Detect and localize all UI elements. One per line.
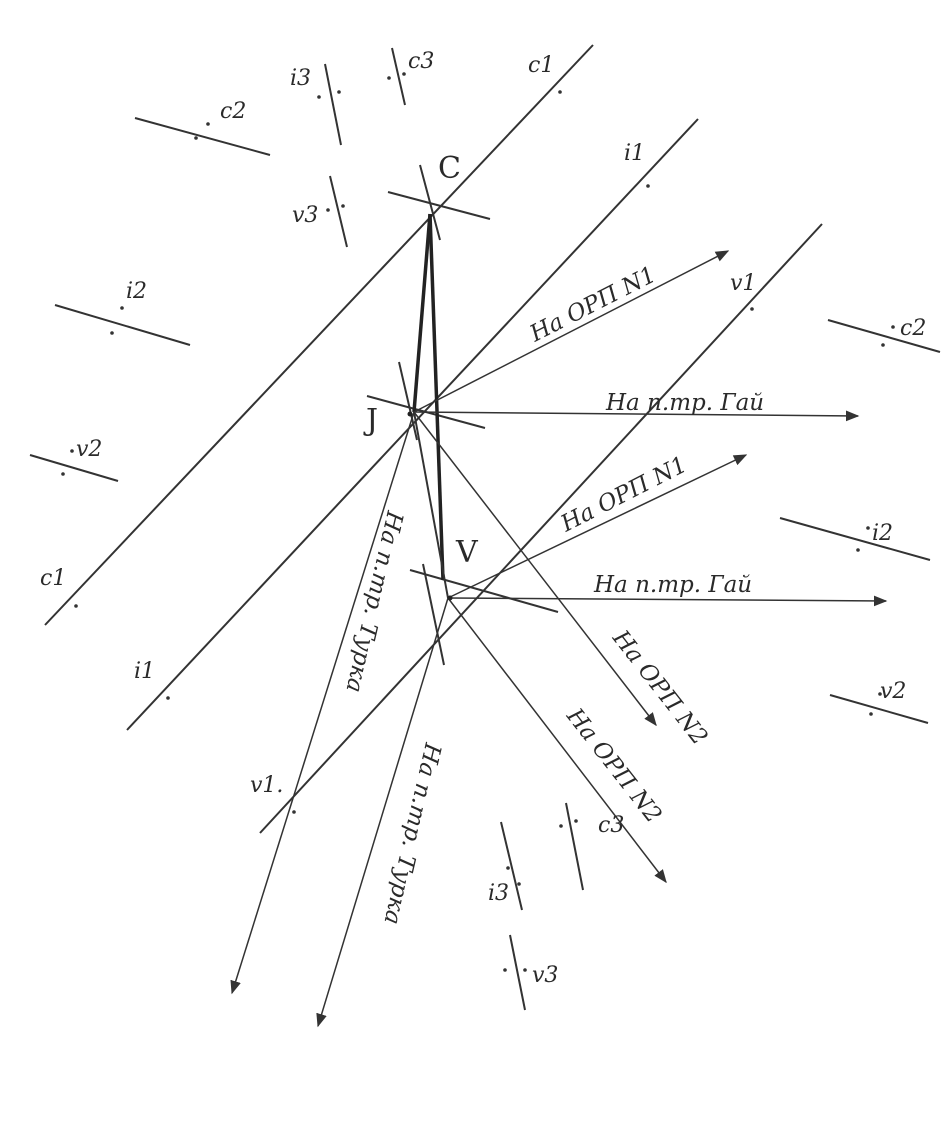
dot-j [407,411,413,417]
marker-i3-top-line [324,63,342,146]
marker-v2-left-line [29,454,119,482]
arrow-v-orp1 [447,454,748,599]
label-v-orp1: На ОРП N1 [556,452,691,538]
label-c2-right: c2 [900,316,926,341]
cross-v-horizontal [409,569,559,613]
label-v2-right: v2 [880,679,906,704]
label-v3-top: v3 [292,203,318,228]
connector-j-v [413,411,449,599]
marker-c2-left-dot [194,136,198,140]
label-v2-left: v2 [76,437,102,462]
marker-v3-top-line [329,175,348,248]
label-c1-top: c1 [528,53,554,78]
arrow-j-orp2 [413,411,657,727]
arrow-v-gai [447,595,888,607]
marker-i3-top-dot2 [337,90,341,94]
marker-v3-bottom-dot2 [523,968,527,972]
marker-v2-right-line [829,694,929,724]
marker-v3-top-dot2 [341,204,345,208]
marker-c2-right-dot2 [891,325,895,329]
label-point-c: C [438,151,461,186]
marker-v3-bottom-line [509,934,526,1011]
marker-v2-left-dot2 [70,449,74,453]
label-c3-bottom: c3 [598,813,624,838]
marker-i2-right-dot [856,548,860,552]
marker-v3-top-dot [326,208,330,212]
arrow-j-turka [230,411,415,995]
marker-i2-right-line [779,517,931,561]
marker-c3-top-dot [387,76,391,80]
marker-i2-right-dot2 [866,526,870,530]
marker-c2-left-line [134,117,271,156]
label-j-gai: На п.тр. Гай [605,390,764,416]
cross-c-vertical [419,164,441,241]
label-v3-bottom: v3 [532,963,558,988]
label-i3-bottom: i3 [488,881,509,906]
label-c2-left: c2 [220,99,246,124]
label-j-turka: На п.тр. Турка [340,508,407,695]
dot-i1-top [646,184,650,188]
arrow-j-orp1 [413,250,730,413]
dot-i1-left [166,696,170,700]
marker-c2-right-line [827,319,941,353]
dot-c1-left [74,604,78,608]
marker-c3-bottom-line [565,802,584,891]
dot-c1-top [558,90,562,94]
label-i2-left: i2 [126,279,147,304]
marker-i2-left-dot [110,331,114,335]
marker-v3-bottom-dot [503,968,507,972]
marker-i3-bottom-line [500,821,523,911]
label-i1-top: i1 [624,141,645,166]
label-v-gai: На п.тр. Гай [593,572,752,598]
dot-v [447,595,453,601]
marker-c3-bottom-dot [559,824,563,828]
marker-c2-left-dot2 [206,122,210,126]
label-j-orp2: На ОРП N2 [607,625,713,750]
arrow-v-turka [316,597,449,1028]
marker-v2-left-dot [61,472,65,476]
label-v-turka: На п.тр. Турка [378,740,445,927]
label-i3-top: i3 [290,66,311,91]
marker-c3-top-line [391,47,406,106]
line-v1 [259,223,823,834]
marker-i3-bottom-dot2 [517,882,521,886]
cross-c-horizontal [387,191,491,220]
marker-i2-left-dot2 [120,306,124,310]
marker-v2-right-dot [869,712,873,716]
label-i1-left: i1 [134,659,155,684]
connector-j-c [412,213,432,413]
marker-i2-left-line [54,304,191,346]
label-point-v: V [455,535,479,570]
label-v1-bottom: v1. [250,773,283,798]
label-i2-right: i2 [872,521,893,546]
cross-j-vertical [398,361,418,441]
dot-v1-bottom [292,810,296,814]
label-point-j: J [363,403,378,438]
arrow-v-orp2 [447,597,667,884]
marker-i3-top-dot [317,95,321,99]
label-v1-top: v1 [730,271,756,296]
cross-v-vertical [422,563,445,666]
arrow-j-gai [413,410,860,422]
marker-i3-bottom-dot [506,866,510,870]
marker-c3-top-dot2 [402,72,406,76]
line-c1 [44,44,594,626]
marker-c3-bottom-dot2 [574,819,578,823]
marker-c2-right-dot [881,343,885,347]
label-c1-left: c1 [40,566,66,591]
dot-v1-top [750,307,754,311]
label-j-orp1: На ОРП N1 [525,262,660,348]
marker-v2-right-dot2 [878,692,882,696]
connector-c-v [428,213,445,581]
label-c3-top: c3 [408,49,434,74]
